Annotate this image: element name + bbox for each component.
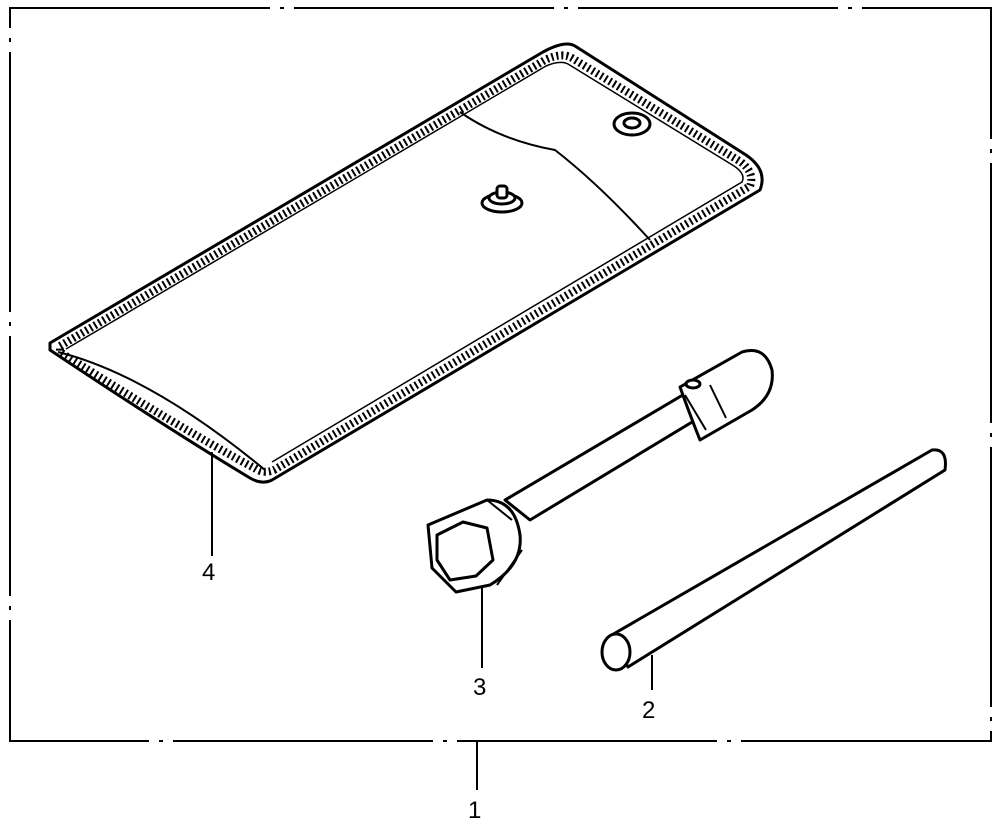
box-wrench: [426, 349, 774, 594]
wrench-hole: [684, 378, 702, 390]
bar-body: [608, 448, 947, 669]
bar-end-cap: [600, 632, 632, 672]
frame-border: [9, 7, 992, 742]
pouch-inner-edge: [65, 61, 744, 463]
pouch-outline: [48, 42, 764, 484]
snap-stud-icon: [480, 184, 524, 214]
wrench-hex-socket: [435, 520, 495, 582]
callout-wrench: 3: [473, 674, 486, 701]
pouch-flap-fold: [459, 111, 651, 241]
tool-pouch: [48, 42, 764, 484]
pouch-stitch-border: [56, 51, 756, 476]
tommy-bar: [600, 448, 947, 672]
callout-kit: 1: [468, 797, 481, 824]
callout-bar: 2: [642, 697, 655, 724]
wrench-end-sleeve: [678, 349, 774, 442]
pouch-flap-curve: [57, 351, 266, 471]
snap-socket-icon: [612, 111, 652, 137]
callout-pouch: 4: [202, 559, 215, 586]
